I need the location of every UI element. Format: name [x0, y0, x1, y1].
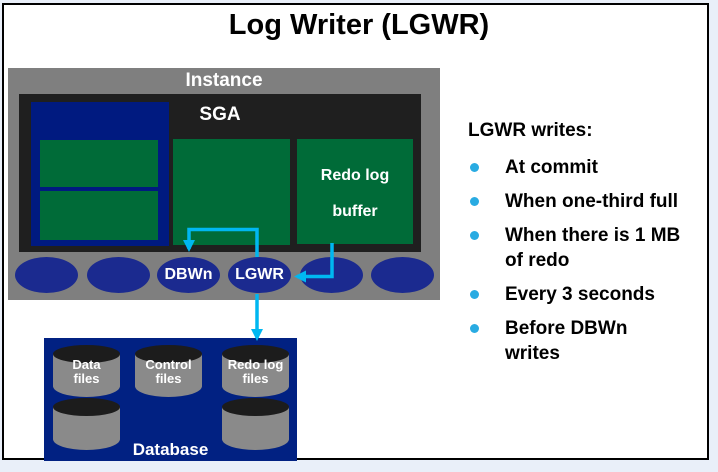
redo-log-files-cylinder-2	[222, 398, 289, 450]
buffer-cache-box	[173, 139, 290, 245]
bullet-icon	[470, 163, 479, 172]
control-files-cylinder: Control files	[135, 345, 202, 397]
data-files-cylinder-2	[53, 398, 120, 450]
shared-pool-subbox-1	[40, 140, 158, 187]
cylinder-top	[135, 345, 202, 363]
cylinder-top	[222, 398, 289, 416]
process-oval-5	[300, 257, 363, 293]
redo-log-buffer-box	[297, 139, 413, 244]
data-files-cylinder: Data files	[53, 345, 120, 397]
bullet-item-at-commit: At commit	[468, 155, 716, 180]
lgwr-writes-heading: LGWR writes:	[468, 120, 593, 141]
database-label: Database	[132, 440, 209, 459]
control-files-label: Control files	[145, 357, 192, 386]
bullet-icon	[470, 197, 479, 206]
bullet-icon	[470, 290, 479, 299]
bullet-item-before-dbwn-writes: Before DBWn writes	[468, 316, 716, 366]
dbwn-process-oval: DBWn	[157, 257, 220, 293]
bullet-item-one-third-full: When one-third full	[468, 189, 716, 214]
bullet-item-every-3-seconds: Every 3 seconds	[468, 282, 716, 307]
data-files-label: Data files	[72, 357, 101, 386]
lgwr-process-oval: LGWR	[228, 257, 291, 293]
shared-pool-subbox-2	[40, 191, 158, 240]
redo-log-buffer-label-line1: Redo log	[320, 167, 390, 184]
bullet-icon	[470, 231, 479, 240]
cylinder-top	[53, 345, 120, 363]
redo-log-buffer-label-line2: buffer	[332, 203, 378, 220]
redo-log-buffer-label: Redo log buffer	[297, 158, 413, 230]
bullet-icon	[470, 324, 479, 333]
redo-log-files-cylinder: Redo log files	[222, 345, 289, 397]
instance-label: Instance	[185, 70, 263, 91]
process-oval-2	[87, 257, 150, 293]
cylinder-top	[53, 398, 120, 416]
page-title: Log Writer (LGWR)	[228, 9, 490, 41]
cylinder-top	[222, 345, 289, 363]
process-oval-1	[15, 257, 78, 293]
redo-log-files-label: Redo log files	[227, 357, 284, 386]
bullet-list: At commit When one-third full When there…	[468, 155, 716, 375]
process-oval-6	[371, 257, 434, 293]
sga-label: SGA	[199, 104, 241, 125]
bullet-item-1mb-redo: When there is 1 MB of redo	[468, 223, 716, 273]
